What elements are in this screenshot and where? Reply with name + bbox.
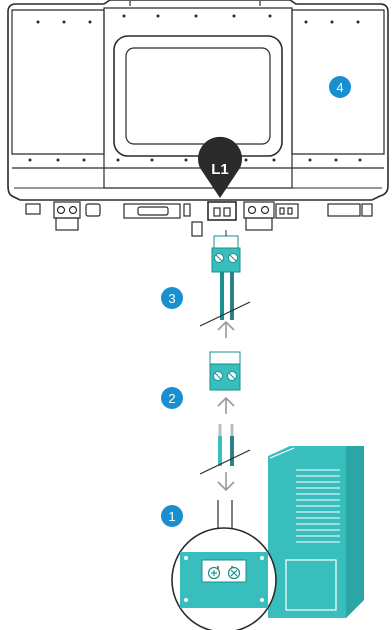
arrow-up-icon (217, 320, 235, 338)
connector-plug-top (211, 230, 241, 273)
outdoor-unit-vents (296, 469, 340, 543)
connector-plug-middle (209, 351, 241, 391)
step-badge-3: 3 (161, 287, 183, 309)
step-badge-2: 2 (161, 387, 183, 409)
step-badge-4: 4 (329, 76, 351, 98)
step-badge-2-label: 2 (168, 391, 175, 406)
terminal-callout (171, 527, 277, 630)
arrow-up-icon-2 (217, 396, 235, 414)
wires-top (199, 272, 251, 327)
step-badge-1-label: 1 (168, 509, 175, 524)
minus-terminal-icon (227, 566, 241, 580)
device-ports (25, 201, 373, 237)
device-screws-bottom (28, 158, 362, 162)
device-screws-top (36, 14, 360, 24)
device-screen (125, 47, 271, 145)
outdoor-unit (268, 446, 364, 618)
plus-terminal-icon (207, 566, 221, 580)
l1-label: L1 (211, 161, 229, 178)
l1-marker: L1 (198, 136, 242, 198)
wires-stripped (199, 424, 251, 475)
l1-port (207, 201, 237, 221)
step-badge-1: 1 (161, 505, 183, 527)
step-badge-4-label: 4 (336, 80, 343, 95)
controller-device: L1 4 (7, 0, 389, 237)
arrow-down-icon (217, 472, 235, 492)
step-badge-3-label: 3 (168, 291, 175, 306)
